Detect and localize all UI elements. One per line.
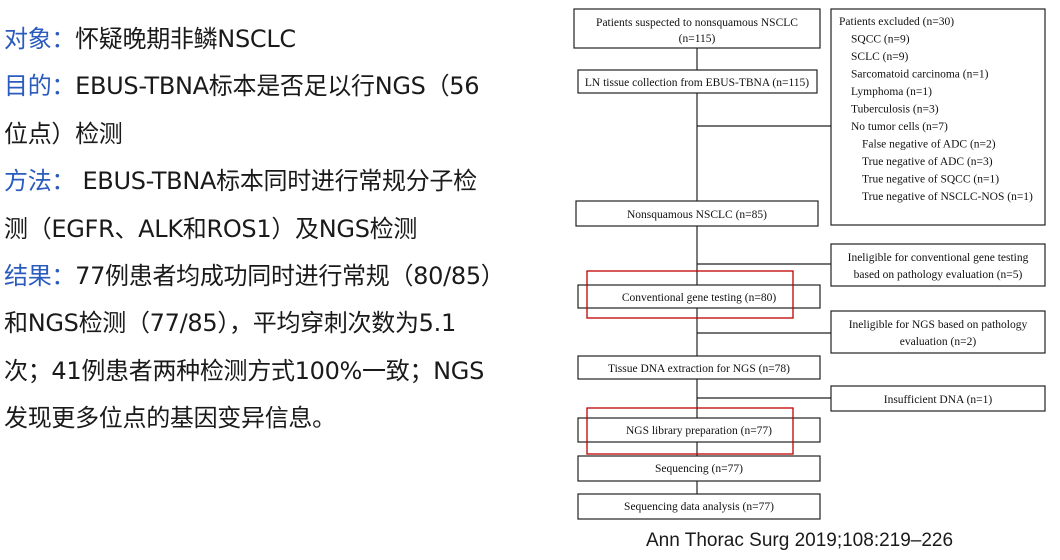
summary-line-subject: 对象：怀疑晚期非鳞NSCLC [4, 16, 564, 63]
box-ineligible-conv [830, 243, 1046, 287]
label-subject: 对象： [4, 25, 76, 53]
box-analysis [577, 493, 821, 520]
text-excluded-9: True negative of SQCC (n=1) [862, 174, 999, 186]
summary-line-result-cont1: 和NGS检测（77/85），平均穿刺次数为5.1 [4, 309, 456, 338]
text-purpose: EBUS-TBNA标本是否足以行NGS（56 [75, 72, 480, 101]
box-ineligible-ngs [830, 310, 1046, 354]
text-ineligible-conv-1: Ineligible for conventional gene testing [848, 252, 1029, 264]
text-excluded-4: Lymphoma (n=1) [851, 86, 932, 98]
text-result: 77例患者均成功同时进行常规（80/85） [75, 262, 505, 291]
text-excluded-3: Sarcomatoid carcinoma (n=1) [851, 69, 989, 81]
text-subject: 怀疑晚期非鳞NSCLC [75, 25, 296, 53]
summary-line-result: 结果：77例患者均成功同时进行常规（80/85） [4, 253, 564, 300]
summary-line-purpose-cont: 位点）检测 [4, 119, 123, 148]
text-insufficient: Insufficient DNA (n=1) [884, 394, 993, 406]
text-ln-tissue: LN tissue collection from EBUS-TBNA (n=1… [585, 77, 809, 89]
text-method: EBUS-TBNA标本同时进行常规分子检 [75, 167, 477, 196]
box-nonsquamous [575, 200, 819, 227]
box-conventional [577, 284, 821, 309]
summary-line-result-cont3: 发现更多位点的基因变异信息。 [4, 404, 336, 433]
citation: Ann Thorac Surg 2019;108:219–226 [646, 530, 954, 551]
box-patients [573, 8, 821, 49]
box-dna-extraction [577, 355, 821, 380]
text-ineligible-ngs-1: Ineligible for NGS based on pathology [849, 319, 1028, 331]
text-conventional: Conventional gene testing (n=80) [622, 292, 777, 304]
text-excluded-7: False negative of ADC (n=2) [862, 139, 996, 151]
text-nonsquamous: Nonsquamous NSCLC (n=85) [627, 209, 767, 221]
text-excluded-5: Tuberculosis (n=3) [851, 104, 939, 116]
label-result: 结果： [4, 262, 76, 291]
box-sequencing [577, 455, 821, 482]
text-sequencing: Sequencing (n=77) [655, 463, 743, 475]
text-dna-extraction: Tissue DNA extraction for NGS (n=78) [608, 363, 790, 375]
text-excluded-6: No tumor cells (n=7) [851, 121, 948, 133]
summary-line-method: 方法： EBUS-TBNA标本同时进行常规分子检 [4, 158, 564, 205]
text-analysis: Sequencing data analysis (n=77) [624, 501, 774, 513]
summary-line-result-cont2: 次；41例患者两种检测方式100%一致；NGS [4, 356, 485, 385]
box-ln-tissue [577, 69, 818, 94]
box-library [577, 417, 821, 443]
text-excluded-0: Patients excluded (n=30) [839, 16, 954, 28]
text-excluded-10: True negative of NSCLC-NOS (n=1) [862, 191, 1033, 203]
highlight-library [586, 407, 794, 455]
text-excluded-8: True negative of ADC (n=3) [862, 156, 993, 168]
text-excluded-2: SCLC (n=9) [851, 51, 908, 63]
text-ineligible-conv-2: based on pathology evaluation (n=5) [854, 269, 1023, 281]
summary-line-purpose: 目的：EBUS-TBNA标本是否足以行NGS（56 [4, 63, 564, 110]
summary-text: 对象：怀疑晚期非鳞NSCLC 目的：EBUS-TBNA标本是否足以行NGS（56… [4, 16, 564, 443]
text-ineligible-ngs-2: evaluation (n=2) [900, 336, 977, 348]
summary-line-method-cont: 测（EGFR、ALK和ROS1）及NGS检测 [4, 214, 418, 243]
box-insufficient [830, 385, 1046, 412]
text-patients-2: (n=115) [679, 33, 716, 45]
box-excluded [830, 8, 1046, 226]
highlight-conventional [586, 270, 794, 319]
text-excluded-1: SQCC (n=9) [851, 34, 910, 46]
label-method: 方法： [4, 167, 76, 196]
text-library: NGS library preparation (n=77) [626, 425, 772, 437]
text-patients-1: Patients suspected to nonsquamous NSCLC [596, 17, 798, 29]
label-purpose: 目的： [4, 72, 76, 101]
